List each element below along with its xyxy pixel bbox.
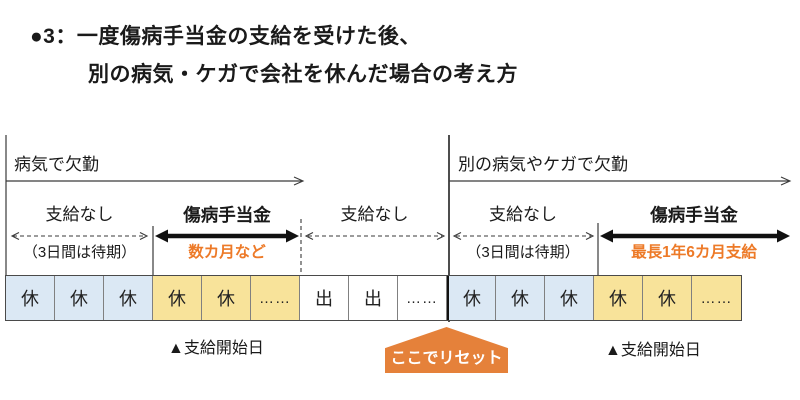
left-phase-label: 病気で欠勤 [14,155,99,174]
left-phase-rail [5,135,305,275]
benefit-start-label-right: ▲支給開始日 [605,342,701,359]
section-5-subtitle: 最長1年6カ月支給 [631,244,757,261]
section-dividers [152,219,599,275]
day-cell: …… [692,276,741,320]
section-1-title: 支給なし [45,205,114,224]
benefit-arrow-1 [155,229,299,243]
section-2-subtitle: 数カ月など [188,244,266,261]
day-cell: 休 [6,276,55,320]
section-4-subtitle: （3日間は待期） [466,244,580,261]
section-1-subtitle: （3日間は待期） [22,244,137,261]
day-cell: 休 [545,276,594,320]
day-cell: 休 [643,276,692,320]
no-pay-arrow-1 [10,232,149,240]
day-cell: 休 [104,276,153,320]
day-cell: 休 [447,276,496,320]
day-cells-row: 休 休 休 休 休 …… 出 出 …… 休 休 休 休 休 …… [5,275,742,321]
section-2-title: 傷病手当金 [183,205,271,225]
no-pay-arrow-3 [452,232,595,240]
day-cell: 出 [349,276,398,320]
day-cell: 休 [202,276,251,320]
day-cell: …… [251,276,300,320]
figure-title-line1: ●3：一度傷病手当金の支給を受けた後、 [30,25,421,48]
section-3-title: 支給なし [340,205,409,224]
right-phase-label: 別の病気やケガで欠勤 [458,155,628,174]
day-cell: 休 [496,276,545,320]
day-cell: 休 [594,276,643,320]
benefit-start-label-left: ▲支給開始日 [168,340,264,357]
no-pay-arrow-2 [304,232,446,240]
day-cell: 休 [55,276,104,320]
section-5-title: 傷病手当金 [650,205,738,225]
day-cell: 出 [300,276,349,320]
figure-title-line2: 別の病気・ケガで会社を休んだ場合の考え方 [88,63,518,86]
benefit-arrow-2 [600,229,790,243]
day-cell: 休 [153,276,202,320]
day-cell: …… [398,276,447,320]
section-4-title: 支給なし [489,205,557,224]
